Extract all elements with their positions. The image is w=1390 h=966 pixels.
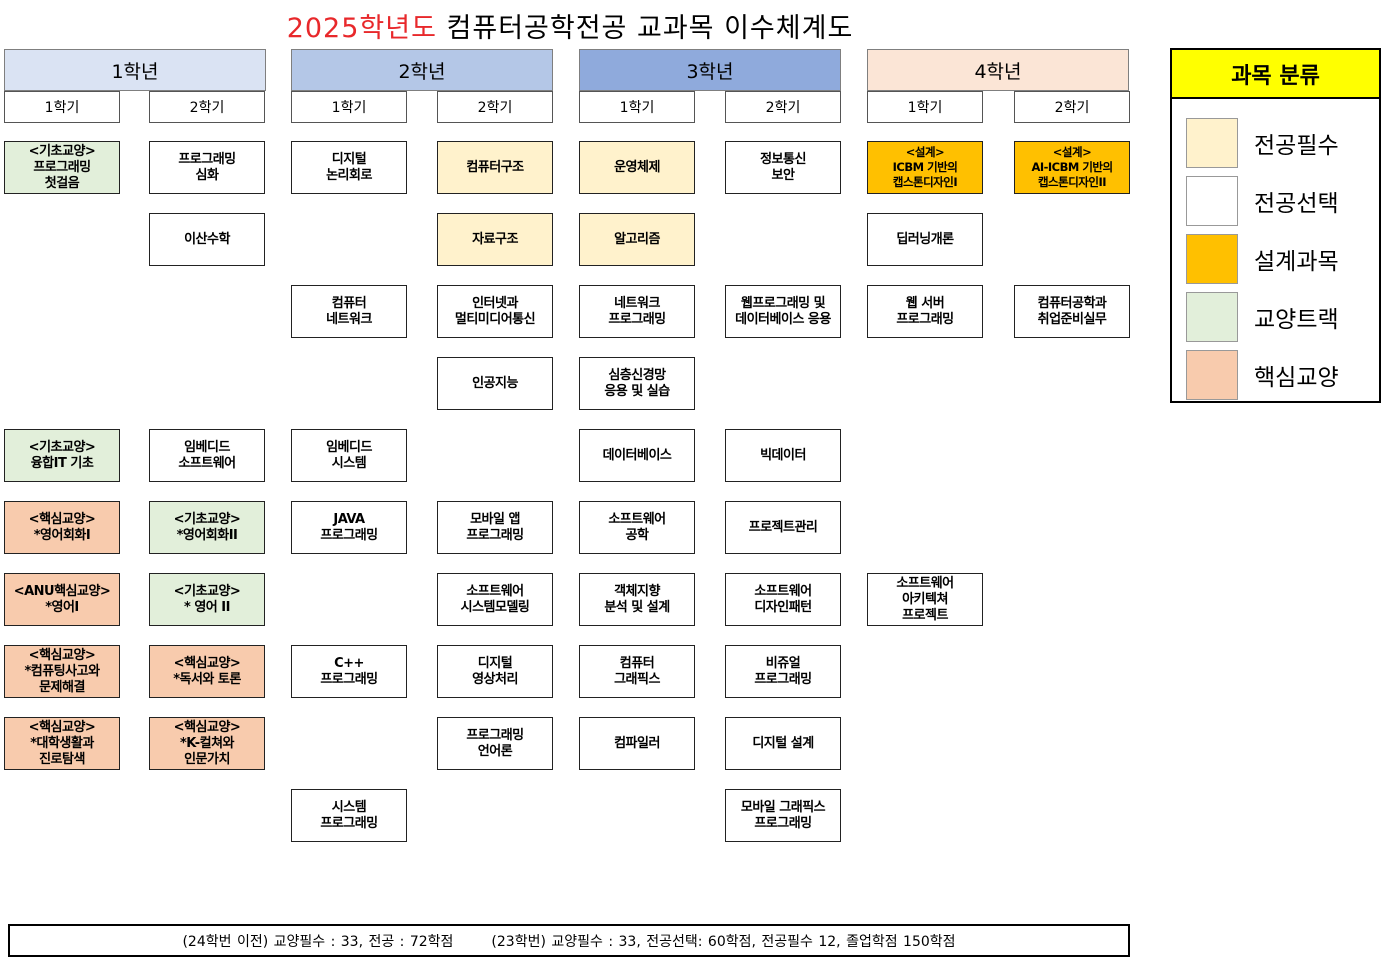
- year-header-3: 3학년: [579, 49, 841, 91]
- course-box: 인터넷과 멀티미디어통신: [437, 285, 553, 338]
- course-box: 운영체제: [579, 141, 695, 194]
- legend-item: 설계과목: [1186, 234, 1339, 284]
- course-box: JAVA 프로그래밍: [291, 501, 407, 554]
- course-box: <ANU핵심교양> *영어I: [4, 573, 120, 626]
- title-text: 컴퓨터공학전공 교과목 이수체계도: [436, 13, 854, 44]
- course-box: <핵심교양> *K-컬쳐와 인문가치: [149, 717, 265, 770]
- semester-header: 1학기: [291, 91, 407, 123]
- footer-old-requirements: (24학번 이전) 교양필수 : 33, 전공 : 72학점: [182, 933, 454, 950]
- legend-label: 설계과목: [1254, 249, 1339, 275]
- course-box: <기초교양> * 영어 II: [149, 573, 265, 626]
- course-box: C++ 프로그래밍: [291, 645, 407, 698]
- course-box: 프로그래밍 심화: [149, 141, 265, 194]
- course-box: 임베디드 소프트웨어: [149, 429, 265, 482]
- course-box: 컴파일러: [579, 717, 695, 770]
- course-box: <기초교양> *영어회화II: [149, 501, 265, 554]
- course-box: <핵심교양> *영어회화I: [4, 501, 120, 554]
- title-year: 2025학년도: [286, 13, 437, 44]
- course-box: 이산수학: [149, 213, 265, 266]
- course-box: 소프트웨어 공학: [579, 501, 695, 554]
- course-box: 웹프로그래밍 및 데이터베이스 응용: [725, 285, 841, 338]
- legend-label: 전공선택: [1254, 191, 1339, 217]
- legend-swatch: [1186, 350, 1238, 400]
- page-title: 2025학년도 컴퓨터공학전공 교과목 이수체계도: [0, 6, 1140, 45]
- legend-swatch: [1186, 234, 1238, 284]
- course-box: 심층신경망 응용 및 실습: [579, 357, 695, 410]
- course-box: 프로젝트관리: [725, 501, 841, 554]
- legend-item: 핵심교양: [1186, 350, 1339, 400]
- course-box: 디지털 논리회로: [291, 141, 407, 194]
- legend-item: 교양트랙: [1186, 292, 1339, 342]
- course-box: 컴퓨터구조: [437, 141, 553, 194]
- legend-label: 전공필수: [1254, 133, 1339, 159]
- legend-title: 과목 분류: [1172, 50, 1379, 99]
- semester-header: 1학기: [867, 91, 983, 123]
- course-box: 컴퓨터공학과 취업준비실무: [1014, 285, 1130, 338]
- course-box: 디지털 설계: [725, 717, 841, 770]
- course-box: 알고리즘: [579, 213, 695, 266]
- course-box: 모바일 그래픽스 프로그래밍: [725, 789, 841, 842]
- course-box: 시스템 프로그래밍: [291, 789, 407, 842]
- credit-requirements: (24학번 이전) 교양필수 : 33, 전공 : 72학점 (23학번) 교양…: [8, 924, 1130, 957]
- course-box: 인공지능: [437, 357, 553, 410]
- legend-swatch: [1186, 292, 1238, 342]
- course-box: 네트워크 프로그래밍: [579, 285, 695, 338]
- course-box: <핵심교양> *대학생활과 진로탐색: [4, 717, 120, 770]
- semester-header: 2학기: [149, 91, 265, 123]
- course-box: 모바일 앱 프로그래밍: [437, 501, 553, 554]
- course-box: 정보통신 보안: [725, 141, 841, 194]
- course-box: <설계> ICBM 기반의 캡스톤디자인I: [867, 141, 983, 194]
- semester-header: 1학기: [4, 91, 120, 123]
- legend-swatch: [1186, 118, 1238, 168]
- year-header-1: 1학년: [4, 49, 266, 91]
- course-box: <핵심교양> *독서와 토론: [149, 645, 265, 698]
- course-box: 소프트웨어 디자인패턴: [725, 573, 841, 626]
- course-box: 웹 서버 프로그래밍: [867, 285, 983, 338]
- course-box: 디지털 영상처리: [437, 645, 553, 698]
- course-box: <기초교양> 프로그래밍 첫걸음: [4, 141, 120, 194]
- course-box: 딥러닝개론: [867, 213, 983, 266]
- year-header-4: 4학년: [867, 49, 1129, 91]
- course-box: 임베디드 시스템: [291, 429, 407, 482]
- course-box: <기초교양> 융합IT 기초: [4, 429, 120, 482]
- semester-header: 1학기: [579, 91, 695, 123]
- course-box: 소프트웨어 시스템모델링: [437, 573, 553, 626]
- course-box: 컴퓨터 그래픽스: [579, 645, 695, 698]
- course-box: 객체지향 분석 및 설계: [579, 573, 695, 626]
- year-header-2: 2학년: [291, 49, 553, 91]
- course-box: 프로그래밍 언어론: [437, 717, 553, 770]
- legend-label: 교양트랙: [1254, 307, 1339, 333]
- semester-header: 2학기: [725, 91, 841, 123]
- course-box: <설계> AI-ICBM 기반의 캡스톤디자인II: [1014, 141, 1130, 194]
- semester-header: 2학기: [1014, 91, 1130, 123]
- footer-new-requirements: (23학번) 교양필수 : 33, 전공선택: 60학점, 전공필수 12, 졸…: [491, 933, 956, 950]
- course-box: 빅데이터: [725, 429, 841, 482]
- course-box: 데이터베이스: [579, 429, 695, 482]
- course-box: 비쥬얼 프로그래밍: [725, 645, 841, 698]
- legend-item: 전공선택: [1186, 176, 1339, 226]
- course-box: 컴퓨터 네트워크: [291, 285, 407, 338]
- legend-label: 핵심교양: [1254, 365, 1339, 391]
- course-box: 소프트웨어 아키텍쳐 프로젝트: [867, 573, 983, 626]
- legend-item: 전공필수: [1186, 118, 1339, 168]
- course-box: <핵심교양> *컴퓨팅사고와 문제해결: [4, 645, 120, 698]
- course-box: 자료구조: [437, 213, 553, 266]
- legend-swatch: [1186, 176, 1238, 226]
- semester-header: 2학기: [437, 91, 553, 123]
